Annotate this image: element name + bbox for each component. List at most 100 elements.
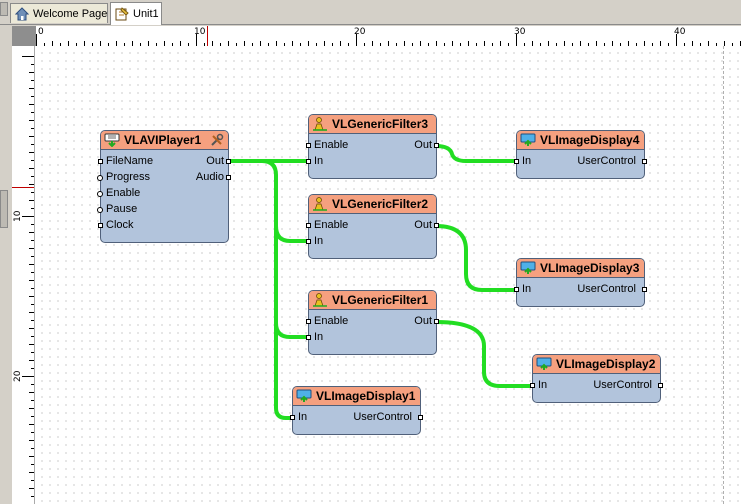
ruler-tick: [508, 43, 509, 46]
wire-filter1-to-display2: [434, 320, 536, 388]
ruler-tick: [31, 64, 34, 65]
ruler-tick: [31, 80, 34, 81]
ruler-tick: [68, 41, 69, 46]
filter-person-icon: [312, 197, 328, 211]
output-pin-out[interactable]: [434, 319, 439, 324]
ruler-tick: [29, 440, 34, 441]
ruler-tick: [116, 41, 117, 46]
ruler-tick: [636, 43, 637, 46]
input-pin-in[interactable]: [290, 415, 295, 420]
component-generic-filter-3[interactable]: VLGenericFilter3: [308, 114, 437, 179]
wire-player-bus: [260, 159, 297, 420]
ruler-tick: [31, 336, 34, 337]
component-generic-filter-2[interactable]: VLGenericFilter2: [308, 194, 437, 259]
component-header[interactable]: VLImageDisplay4: [517, 131, 644, 150]
ruler-tick: [31, 464, 34, 465]
component-header[interactable]: VLImageDisplay1: [293, 387, 420, 406]
component-header[interactable]: VLGenericFilter3: [309, 115, 436, 134]
ruler-tick: [29, 232, 34, 233]
output-pin-out[interactable]: [226, 159, 231, 164]
ruler-tick: [29, 136, 34, 137]
home-icon: [14, 6, 30, 21]
ruler-tick: [564, 41, 565, 46]
input-pin-pause[interactable]: [97, 207, 103, 213]
input-pin-in[interactable]: [530, 383, 535, 388]
ruler-tick: [29, 248, 34, 249]
pin-label: In: [538, 379, 548, 391]
component-header[interactable]: VLImageDisplay3: [517, 259, 644, 278]
ruler-tick: [31, 240, 34, 241]
ruler-tick: [22, 376, 34, 377]
input-pin-clock[interactable]: [98, 223, 103, 228]
ruler-tick: [476, 43, 477, 46]
component-header[interactable]: VLGenericFilter1: [309, 291, 436, 310]
input-pin-in[interactable]: [514, 287, 519, 292]
ruler-tick: [684, 43, 685, 46]
ruler-tick: [31, 224, 34, 225]
ruler-tick: [60, 43, 61, 46]
ruler-tick: [428, 43, 429, 46]
image-display-icon: [520, 133, 536, 147]
ruler-tick: [708, 41, 709, 46]
input-pin-enable[interactable]: [306, 223, 311, 228]
output-pin-usercontrol[interactable]: [658, 383, 663, 388]
output-pin-out[interactable]: [434, 143, 439, 148]
input-pin-enable[interactable]: [306, 143, 311, 148]
ruler-tick: [372, 41, 373, 46]
output-pin-usercontrol[interactable]: [642, 287, 647, 292]
ruler-tick: [29, 344, 34, 345]
input-pin-in[interactable]: [306, 335, 311, 340]
component-image-display-2[interactable]: VLImageDisplay2: [532, 354, 661, 403]
ruler-tick: [548, 41, 549, 46]
input-pin-in[interactable]: [514, 159, 519, 164]
ruler-tick: [29, 296, 34, 297]
ruler-tick: [300, 43, 301, 46]
pin-label: UserControl: [353, 411, 412, 423]
settings-tools-icon[interactable]: [210, 133, 224, 147]
component-generic-filter-1[interactable]: VLGenericFilter1: [308, 290, 437, 355]
input-pin-in[interactable]: [306, 159, 311, 164]
ruler-tick: [92, 43, 93, 46]
ruler-tick: [31, 448, 34, 449]
input-pin-filename[interactable]: [98, 159, 103, 164]
ruler-tick: [308, 41, 309, 46]
input-pin-progress[interactable]: [97, 175, 103, 181]
output-pin-usercontrol[interactable]: [418, 415, 423, 420]
output-pin-out[interactable]: [434, 223, 439, 228]
component-avi-player[interactable]: VLAVIPlayer1: [100, 130, 229, 243]
pin-label: In: [522, 283, 532, 295]
tab-welcome-page[interactable]: Welcome Page: [10, 3, 108, 23]
component-header[interactable]: VLGenericFilter2: [309, 195, 436, 214]
input-pin-in[interactable]: [306, 239, 311, 244]
ruler-tick: [132, 41, 133, 46]
component-header[interactable]: VLAVIPlayer1: [101, 131, 228, 150]
component-image-display-1[interactable]: VLImageDisplay1: [292, 386, 421, 435]
ruler-tick: [31, 256, 34, 257]
component-image-display-3[interactable]: VLImageDisplay3: [516, 258, 645, 307]
output-pin-audio[interactable]: [226, 175, 231, 180]
component-image-display-4[interactable]: VLImageDisplay4: [516, 130, 645, 179]
panel-edge: [0, 190, 8, 228]
ruler-tick: [380, 43, 381, 46]
unit-icon: [115, 7, 129, 21]
output-pin-usercontrol[interactable]: [642, 159, 647, 164]
ruler-tick: [31, 304, 34, 305]
pin-label: FileName: [106, 155, 154, 167]
component-header[interactable]: VLImageDisplay2: [533, 355, 660, 374]
ruler-tick: [188, 43, 189, 46]
ruler-tick: [396, 43, 397, 46]
ruler-tick: [31, 288, 34, 289]
component-title: VLGenericFilter3: [332, 117, 429, 131]
pin-label: Pause: [106, 203, 138, 215]
ruler-tick: [31, 192, 34, 193]
image-display-icon: [536, 357, 552, 371]
input-pin-enable[interactable]: [306, 319, 311, 324]
tab-unit1[interactable]: Unit1: [110, 2, 162, 25]
input-pin-enable[interactable]: [97, 191, 103, 197]
ruler-tick: [29, 72, 34, 73]
pin-label: UserControl: [577, 155, 636, 167]
pin-label: In: [298, 411, 308, 423]
ruler-tick: [29, 280, 34, 281]
ruler-tick: [436, 41, 437, 46]
ruler-tick: [31, 96, 34, 97]
